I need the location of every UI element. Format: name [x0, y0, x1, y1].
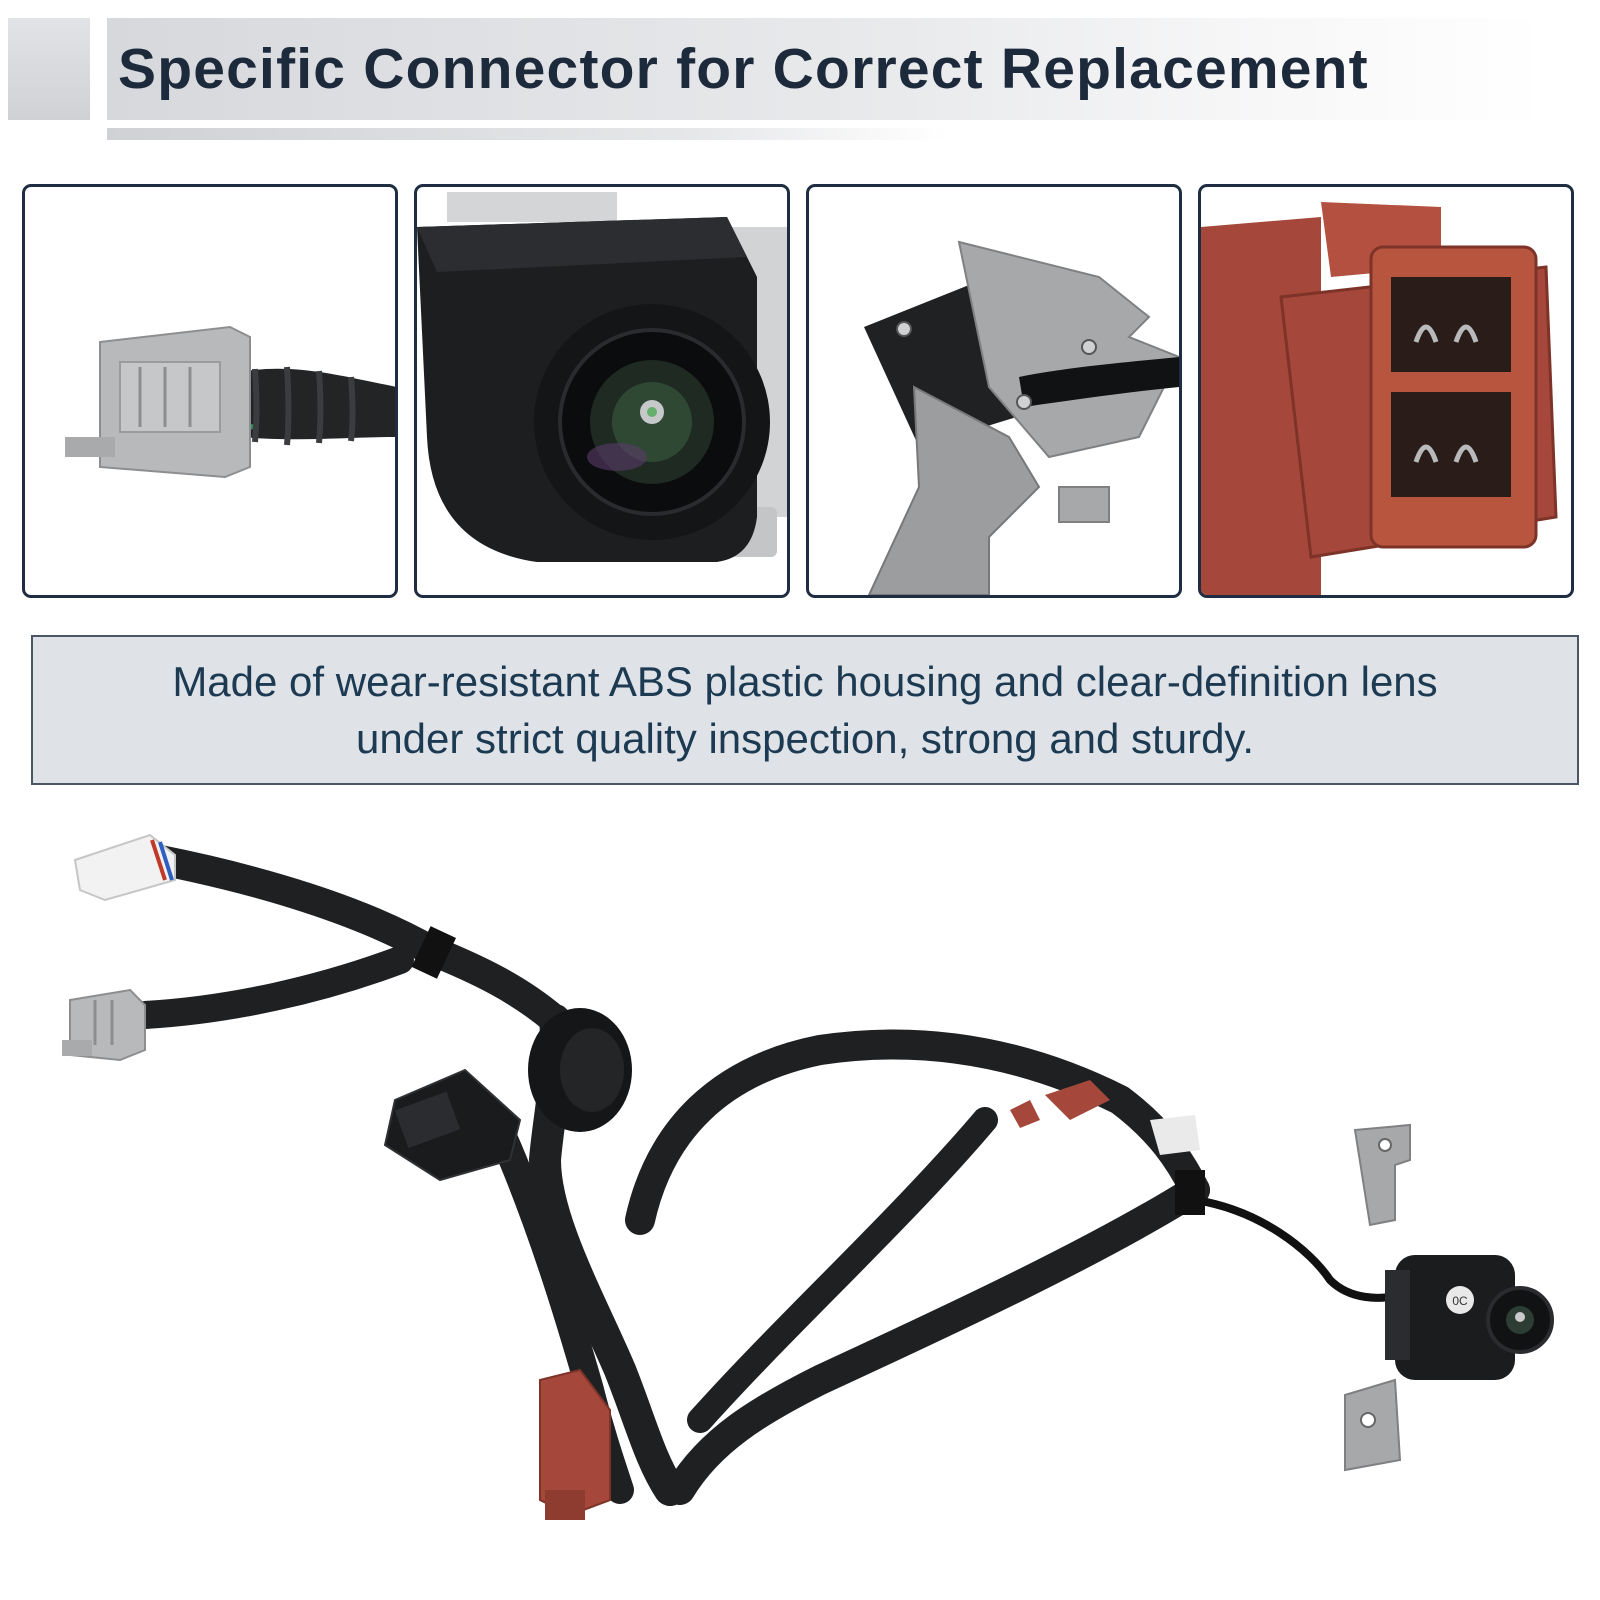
description-line-2: under strict quality inspection, strong … [355, 715, 1254, 762]
red-connector-closeup-icon [1201, 202, 1558, 595]
header-bar [107, 18, 1547, 120]
mounting-bracket-closeup-icon [864, 240, 1179, 595]
thumbnail-mounting-bracket [806, 184, 1182, 598]
description-text: Made of wear-resistant ABS plastic housi… [172, 653, 1437, 767]
page-title: Specific Connector for Correct Replaceme… [118, 37, 1369, 101]
thumbnail-harness-connector [22, 184, 398, 598]
product-photo-harness: 0C [0, 800, 1600, 1590]
description-banner: Made of wear-resistant ABS plastic housi… [31, 635, 1579, 785]
harness-connector-closeup-icon [65, 325, 395, 479]
camera-harness-illustration: 0C [62, 833, 1554, 1520]
description-line-1: Made of wear-resistant ABS plastic housi… [172, 658, 1438, 705]
thumbnail-red-connector [1198, 184, 1574, 598]
camera-label: 0C [1452, 1294, 1468, 1308]
header-tab-decoration [8, 18, 90, 120]
header-underline [107, 128, 947, 140]
thumbnail-camera-lens [414, 184, 790, 598]
camera-lens-closeup-icon [417, 192, 787, 562]
